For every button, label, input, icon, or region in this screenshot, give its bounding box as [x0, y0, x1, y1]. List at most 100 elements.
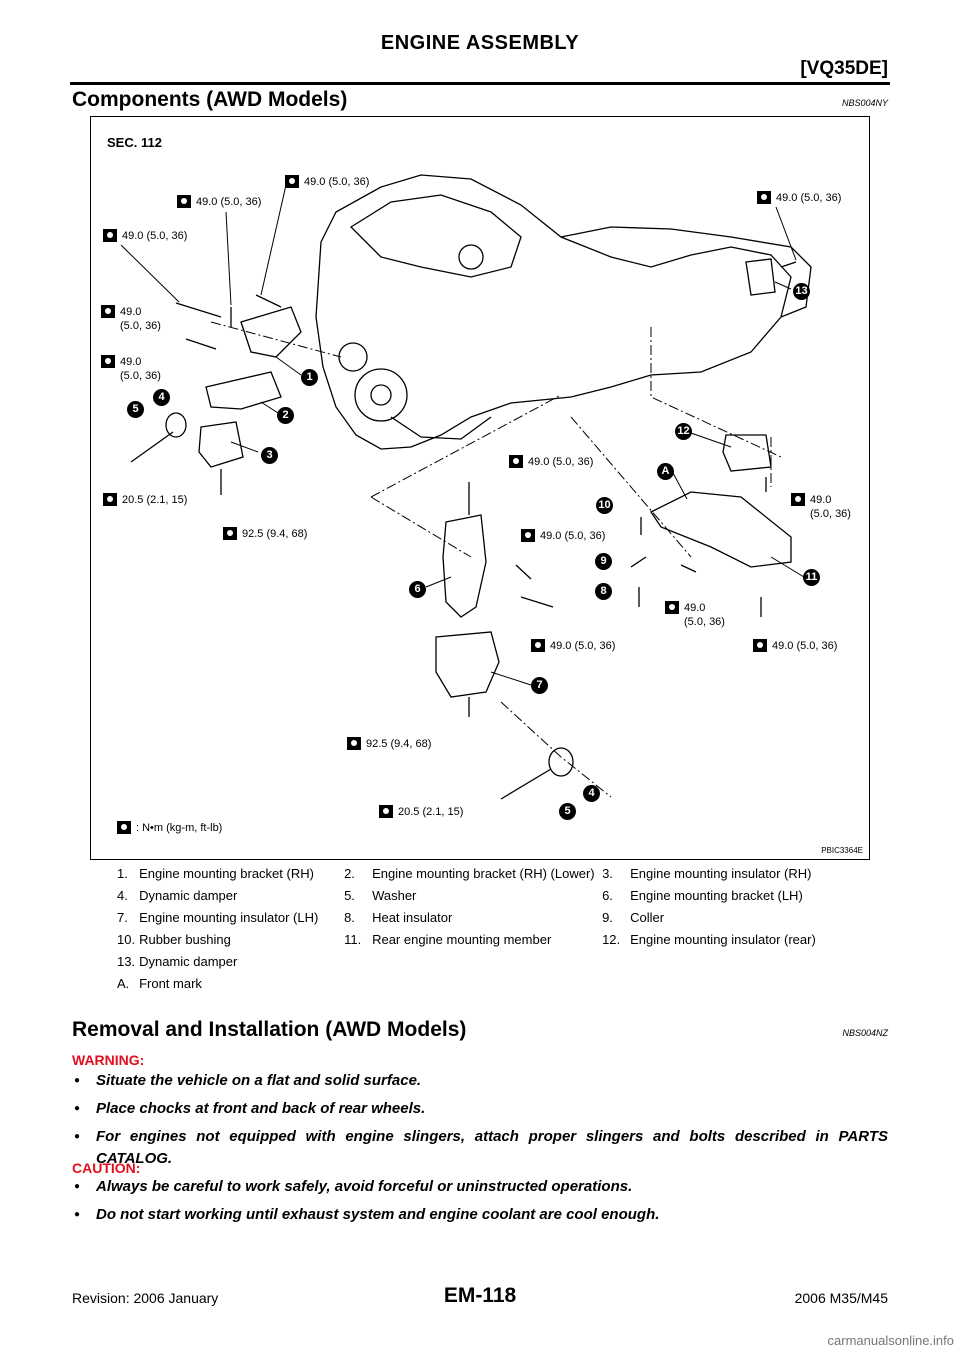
leader-6	[425, 576, 452, 588]
wrench-icon	[509, 455, 523, 468]
components-figure: SEC. 112 PBIC3364E 49.0 (5.0, 36) 49.0 (…	[90, 116, 870, 860]
header-model: [VQ35DE]	[800, 58, 888, 79]
torque-label: 92.5 (9.4, 68)	[223, 527, 307, 541]
lh-damper-bolt	[500, 768, 552, 800]
center-line-rear	[650, 327, 782, 458]
wrench-icon	[791, 493, 805, 506]
rh-bolt-3	[185, 338, 217, 350]
leader-13	[774, 281, 792, 290]
callout-9: 9	[595, 553, 612, 570]
warning-heading: WARNING:	[72, 1052, 145, 1068]
callout-13: 13	[793, 283, 810, 300]
section-code-components: NBS004NY	[841, 98, 888, 108]
leader-t2	[225, 211, 232, 306]
rear-insulator	[722, 434, 772, 472]
engine-diagram	[120, 174, 812, 800]
wrench-icon	[101, 305, 115, 318]
wrench-icon	[177, 195, 191, 208]
wrench-icon	[101, 355, 115, 368]
center-line-lh	[370, 496, 472, 558]
torque-label: 49.0 (5.0, 36)	[101, 355, 161, 383]
rh-insulator	[198, 421, 244, 468]
rear-bolt-2	[680, 564, 697, 573]
torque-label: 92.5 (9.4, 68)	[347, 737, 431, 751]
leader-12	[690, 432, 732, 448]
rh-bracket-lower	[205, 371, 282, 410]
rear-heat-ins	[630, 556, 647, 568]
torque-label: 49.0 (5.0, 36)	[665, 601, 725, 629]
leader-t4	[775, 206, 797, 261]
wrench-icon	[379, 805, 393, 818]
watermark: carmanualsonline.info	[827, 1333, 954, 1348]
lh-insulator	[435, 631, 500, 698]
torque-label: 20.5 (2.1, 15)	[103, 493, 187, 507]
table-row: A.Front mark	[117, 975, 202, 991]
wrench-icon	[531, 639, 545, 652]
rh-damper	[165, 412, 187, 438]
torque-label: 49.0 (5.0, 36)	[177, 195, 261, 209]
wrench-icon	[753, 639, 767, 652]
transmission-outline	[560, 226, 812, 318]
callout-7: 7	[531, 677, 548, 694]
rear-damper	[745, 258, 776, 296]
warning-list: Situate the vehicle on a flat and solid …	[72, 1070, 888, 1170]
engine-block-outline	[315, 174, 792, 450]
table-row: 4.Dynamic damper 5.Washer 6.Engine mount…	[117, 887, 803, 903]
rear-damper-bolt	[780, 261, 797, 268]
figure-id: PBIC3364E	[821, 846, 863, 855]
lh-bracket	[442, 514, 487, 618]
caution-heading: CAUTION:	[72, 1160, 141, 1176]
callout-6: 6	[409, 581, 426, 598]
leader-t1	[260, 184, 287, 296]
torque-label: 49.0 (5.0, 36)	[757, 191, 841, 205]
leader-7	[490, 671, 532, 686]
header-rule	[70, 82, 890, 85]
wrench-icon	[757, 191, 771, 204]
torque-label: 20.5 (2.1, 15)	[379, 805, 463, 819]
rh-bracket-upper	[240, 306, 302, 358]
torque-label: 49.0 (5.0, 36)	[285, 175, 369, 189]
center-line-lower	[500, 701, 612, 798]
rh-bolt-1	[130, 431, 174, 463]
wrench-icon	[285, 175, 299, 188]
crank-pulley	[354, 368, 408, 422]
list-item: Situate the vehicle on a flat and solid …	[72, 1070, 888, 1092]
torque-label: 49.0 (5.0, 36)	[509, 455, 593, 469]
callout-2: 2	[277, 407, 294, 424]
list-item: Place chocks at front and back of rear w…	[72, 1098, 888, 1120]
callout-3: 3	[261, 447, 278, 464]
section-title-components: Components (AWD Models)	[72, 88, 348, 111]
rear-member	[650, 491, 792, 568]
caution-list: Always be careful to work safely, avoid …	[72, 1176, 888, 1226]
section-code-removal: NBS004NZ	[842, 1028, 888, 1038]
callout-5: 5	[127, 401, 144, 418]
center-line-front	[370, 394, 562, 498]
list-item: Always be careful to work safely, avoid …	[72, 1176, 888, 1198]
callout-4-lower: 4	[583, 785, 600, 802]
lh-bolt-2	[520, 596, 554, 608]
oil-filler	[458, 244, 484, 270]
leader-11	[770, 556, 805, 578]
leader-3	[230, 441, 259, 453]
callout-12: 12	[675, 423, 692, 440]
engine-cylinder-head	[349, 194, 522, 278]
wrench-icon	[223, 527, 237, 540]
torque-label: 49.0 (5.0, 36)	[753, 639, 837, 653]
footer-page-number: EM-118	[443, 1284, 517, 1307]
lh-damper	[548, 747, 574, 777]
torque-label: 49.0 (5.0, 36)	[101, 305, 161, 333]
footer-revision: Revision: 2006 January	[72, 1290, 219, 1306]
list-item: For engines not equipped with engine sli…	[72, 1126, 888, 1170]
callout-front-mark: A	[657, 463, 674, 480]
wrench-icon	[103, 229, 117, 242]
callout-4: 4	[153, 389, 170, 406]
wrench-icon	[347, 737, 361, 750]
oil-pan	[390, 416, 492, 440]
torque-label: 49.0 (5.0, 36)	[103, 229, 187, 243]
header-title: ENGINE ASSEMBLY	[380, 32, 580, 54]
sec-label: SEC. 112	[107, 135, 162, 150]
table-row: 1.Engine mounting bracket (RH) 2.Engine …	[117, 865, 812, 881]
wrench-icon	[521, 529, 535, 542]
leader-1	[275, 356, 302, 376]
parts-table: 1.Engine mounting bracket (RH) 2.Engine …	[72, 862, 888, 994]
